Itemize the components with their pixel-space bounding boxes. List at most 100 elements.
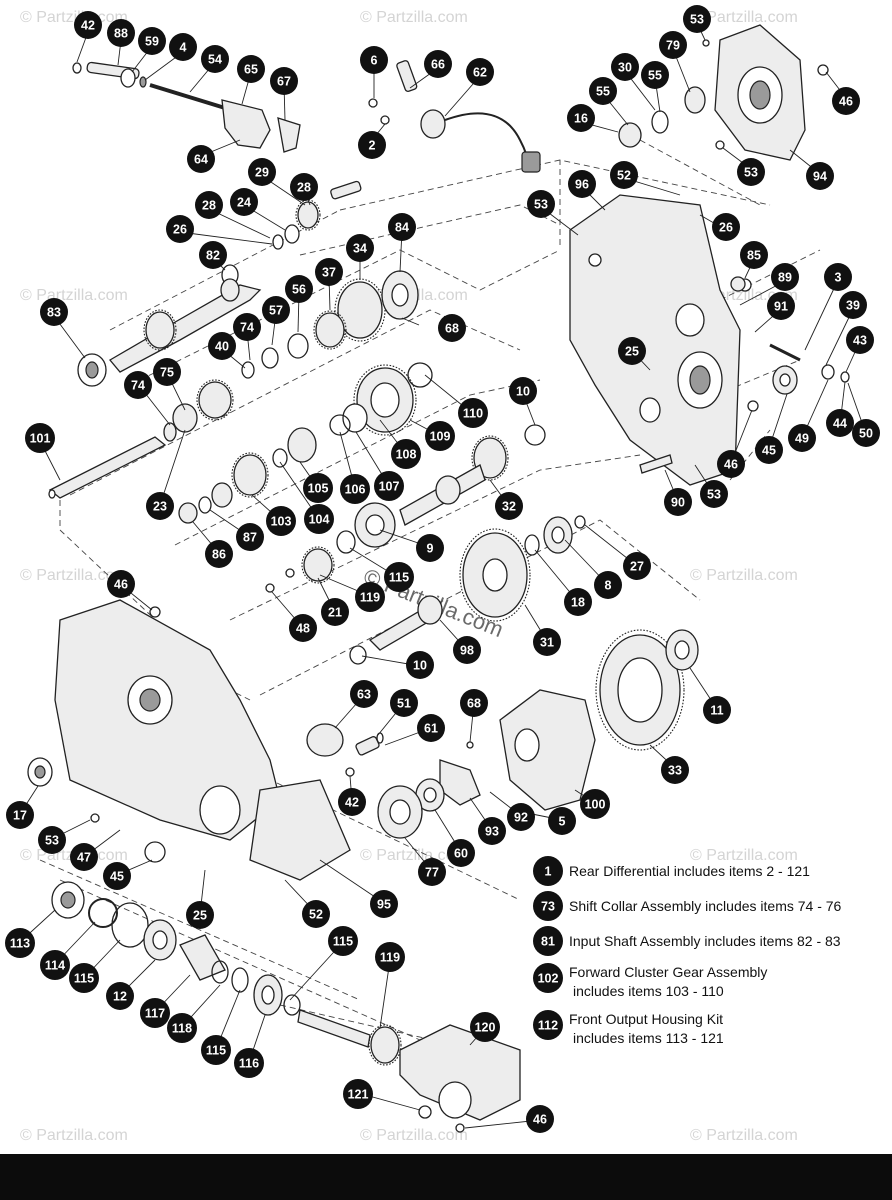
sensor-bracket	[396, 60, 418, 92]
callout-badge	[360, 46, 388, 74]
callout-48: 48	[289, 614, 317, 642]
callout-82: 82	[199, 241, 227, 269]
callout-114: 114	[40, 950, 70, 980]
callout-number: 16	[574, 112, 588, 126]
seal-part	[139, 76, 147, 88]
legend-badge: 73	[533, 891, 563, 921]
callout-badge	[355, 582, 385, 612]
callout-28: 28	[195, 191, 223, 219]
callout-53: 53	[683, 5, 711, 33]
callout-68: 68	[460, 689, 488, 717]
callout-number: 42	[81, 19, 95, 33]
callout-number: 115	[333, 935, 353, 949]
callout-number: 103	[271, 515, 292, 529]
callout-51: 51	[390, 689, 418, 717]
callout-badge	[610, 161, 638, 189]
callout-badge	[236, 523, 264, 551]
callout-badge	[832, 87, 860, 115]
callout-61: 61	[417, 714, 445, 742]
callout-badge	[201, 1035, 231, 1065]
callout-badge	[390, 689, 418, 717]
callout-badge	[767, 292, 795, 320]
callout-6: 6	[360, 46, 388, 74]
callout-badge	[303, 473, 333, 503]
callout-badge	[208, 332, 236, 360]
callout-number: 115	[74, 972, 94, 986]
callout-108: 108	[391, 439, 421, 469]
legend-description-line2: includes items 113 - 121	[573, 1030, 724, 1046]
callout-number: 53	[45, 834, 59, 848]
callout-number: 43	[853, 334, 867, 348]
callout-number: 18	[571, 596, 585, 610]
callout-badge	[70, 843, 98, 871]
callout-number: 53	[744, 166, 758, 180]
callout-104: 104	[304, 504, 334, 534]
callout-90: 90	[664, 488, 692, 516]
callout-59: 59	[138, 27, 166, 55]
callout-9: 9	[416, 534, 444, 562]
callout-number: 46	[533, 1113, 547, 1127]
callout-number: 109	[430, 430, 451, 444]
callout-number: 21	[328, 606, 342, 620]
watermark: © Partzilla.com	[360, 9, 468, 26]
callout-number: 98	[460, 644, 474, 658]
callout-21: 21	[321, 598, 349, 626]
callout-badge	[234, 1048, 264, 1078]
callout-badge	[526, 1105, 554, 1133]
callout-54: 54	[201, 45, 229, 73]
callout-badge	[230, 188, 258, 216]
washer-part	[380, 115, 390, 125]
callout-badge	[166, 215, 194, 243]
callout-badge	[262, 296, 290, 324]
callout-badge	[438, 314, 466, 342]
callout-number: 87	[243, 531, 257, 545]
callout-number: 45	[110, 870, 124, 884]
callout-badge	[138, 27, 166, 55]
callout-115: 115	[384, 562, 414, 592]
callout-badge	[453, 636, 481, 664]
callout-44: 44	[826, 409, 854, 437]
callout-number: 3	[835, 271, 842, 285]
callout-24: 24	[230, 188, 258, 216]
assembly-guide-lines	[39, 139, 821, 1061]
forward-cluster-group	[172, 270, 433, 524]
callout-62: 62	[466, 58, 494, 86]
legend-badge: 112	[533, 1010, 563, 1040]
callout-badge	[270, 67, 298, 95]
callout-number: 84	[395, 221, 409, 235]
callout-110: 110	[458, 398, 488, 428]
callout-40: 40	[208, 332, 236, 360]
callout-number: 115	[206, 1044, 226, 1058]
callout-53: 53	[737, 158, 765, 186]
callout-badge	[74, 11, 102, 39]
callout-badge	[338, 788, 366, 816]
callout-66: 66	[424, 50, 452, 78]
callout-45: 45	[103, 862, 131, 890]
shift-fork-93	[439, 759, 481, 806]
gear-part	[651, 110, 669, 134]
callout-number: 27	[630, 560, 644, 574]
callout-number: 115	[389, 571, 409, 585]
sensor-connector	[521, 151, 541, 173]
callout-badge	[589, 77, 617, 105]
callout-number: 74	[131, 379, 145, 393]
callout-47: 47	[70, 843, 98, 871]
callout-28: 28	[290, 173, 318, 201]
callout-number: 108	[396, 448, 417, 462]
callout-badge	[567, 104, 595, 132]
callout-badge	[594, 571, 622, 599]
callout-badge	[103, 862, 131, 890]
callout-number: 46	[724, 458, 738, 472]
footer-bar	[0, 1154, 892, 1200]
callout-121: 121	[343, 1079, 373, 1109]
callout-number: 55	[596, 85, 610, 99]
callout-number: 2	[369, 139, 376, 153]
callout-number: 106	[345, 483, 366, 497]
output-housing-120	[399, 1024, 521, 1121]
front-output-kit	[51, 881, 521, 1133]
callout-badge	[40, 950, 70, 980]
callout-number: 75	[160, 366, 174, 380]
callout-26: 26	[712, 213, 740, 241]
